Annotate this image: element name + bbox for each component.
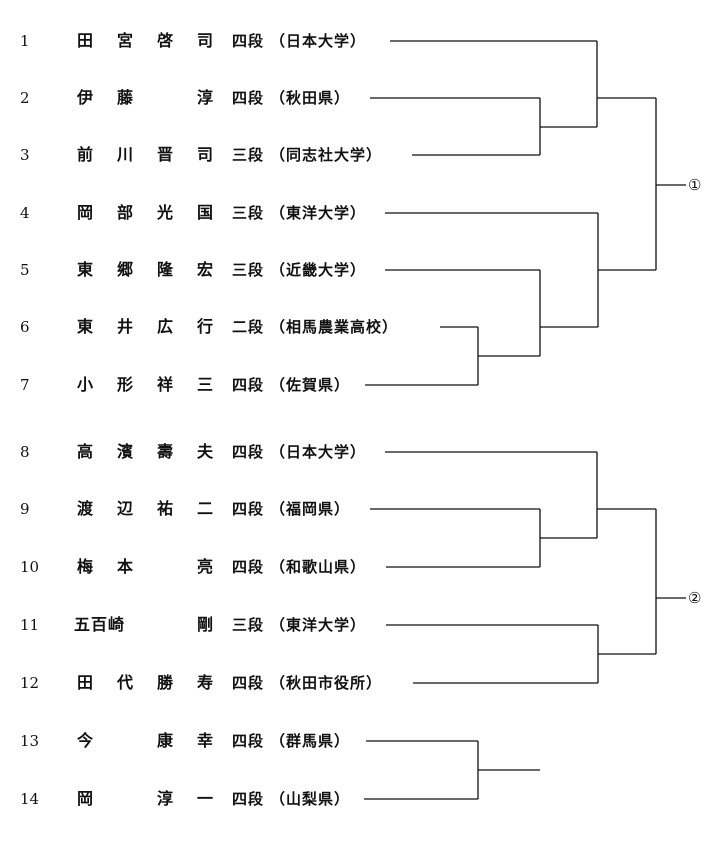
entry-rank: 三段 bbox=[232, 616, 265, 634]
entry-number: 6 bbox=[20, 318, 30, 336]
entry-number: 1 bbox=[20, 32, 30, 50]
entry-name-char: 幸 bbox=[196, 731, 213, 750]
entry-name-char: 二 bbox=[196, 499, 213, 518]
entry-name-char: 光 bbox=[156, 203, 173, 222]
entry-number: 11 bbox=[20, 616, 40, 634]
entry-affiliation: （東洋大学） bbox=[270, 204, 367, 222]
entry-number: 14 bbox=[20, 790, 40, 808]
entry-name-char: 伊 bbox=[76, 88, 93, 107]
entry-name-char: 一 bbox=[196, 789, 213, 808]
entry-name-char: 夫 bbox=[196, 442, 213, 461]
entry-name-char: 岡 bbox=[76, 203, 93, 222]
entry-number: 10 bbox=[20, 558, 40, 576]
entry-name-char: 五百崎 bbox=[74, 615, 126, 634]
entry-name-char: 行 bbox=[196, 317, 213, 336]
entry-name-char: 本 bbox=[116, 557, 133, 576]
entry-affiliation: （日本大学） bbox=[270, 443, 367, 461]
entry-name-char: 形 bbox=[116, 375, 133, 394]
entry-name-char: 亮 bbox=[196, 557, 213, 576]
entry-name-char: 小 bbox=[76, 375, 93, 394]
entry-rank: 四段 bbox=[232, 500, 265, 518]
entry-name-char: 東 bbox=[76, 317, 93, 336]
entry-name-char: 隆 bbox=[156, 260, 173, 279]
entry-name-char: 淳 bbox=[196, 88, 213, 107]
entry-name-char: 司 bbox=[196, 145, 213, 164]
entry-affiliation: （同志社大学） bbox=[270, 146, 383, 164]
entry-affiliation: （和歌山県） bbox=[270, 558, 367, 576]
entry-name-char: 藤 bbox=[116, 88, 133, 107]
bracket-result-2: ② bbox=[688, 589, 702, 607]
entry-name-char: 三 bbox=[196, 375, 213, 394]
entry-name-char: 東 bbox=[76, 260, 93, 279]
entry-affiliation: （相馬農業高校） bbox=[270, 318, 399, 336]
entry-name-char: 渡 bbox=[76, 499, 93, 518]
entry-affiliation: （群馬県） bbox=[270, 732, 351, 750]
entry-name-char: 祥 bbox=[156, 375, 173, 394]
entry-name-char: 郷 bbox=[116, 260, 133, 279]
entry-name-char: 今 bbox=[76, 731, 93, 750]
entry-name-char: 井 bbox=[116, 317, 133, 336]
entry-name-char: 司 bbox=[196, 31, 213, 50]
bracket-result-1: ① bbox=[688, 176, 702, 194]
entry-affiliation: （東洋大学） bbox=[270, 616, 367, 634]
entry-name-char: 康 bbox=[156, 731, 173, 750]
entry-number: 5 bbox=[20, 261, 30, 279]
entry-rank: 三段 bbox=[232, 261, 265, 279]
entry-rank: 四段 bbox=[232, 790, 265, 808]
entry-name-char: 淳 bbox=[156, 789, 173, 808]
entry-name-char: 辺 bbox=[116, 499, 133, 518]
entry-affiliation: （福岡県） bbox=[270, 500, 351, 518]
entry-name-char: 梅 bbox=[76, 557, 93, 576]
entry-number: 13 bbox=[20, 732, 40, 750]
entry-name-char: 田 bbox=[76, 673, 93, 692]
entry-number: 4 bbox=[20, 204, 30, 222]
entry-number: 9 bbox=[20, 500, 30, 518]
entry-number: 12 bbox=[20, 674, 40, 692]
entry-rank: 二段 bbox=[232, 318, 265, 336]
entry-name-char: 国 bbox=[196, 203, 213, 222]
entry-name-char: 前 bbox=[76, 145, 93, 164]
entry-name-char: 晋 bbox=[156, 145, 173, 164]
entry-name-char: 広 bbox=[156, 317, 173, 336]
entry-name-char: 田 bbox=[76, 31, 93, 50]
entry-name-char: 勝 bbox=[156, 673, 173, 692]
entry-rank: 四段 bbox=[232, 443, 265, 461]
entry-name-char: 壽 bbox=[156, 442, 173, 461]
entry-rank: 四段 bbox=[232, 376, 265, 394]
entry-rank: 四段 bbox=[232, 89, 265, 107]
entry-number: 3 bbox=[20, 146, 30, 164]
entry-name-char: 高 bbox=[76, 442, 93, 461]
entry-affiliation: （秋田市役所） bbox=[270, 674, 383, 692]
entry-rank: 四段 bbox=[232, 32, 265, 50]
entry-name-char: 岡 bbox=[76, 789, 93, 808]
entry-affiliation: （秋田県） bbox=[270, 89, 351, 107]
entry-number: 8 bbox=[20, 443, 30, 461]
entry-name-char: 川 bbox=[116, 145, 133, 164]
entry-name-char: 啓 bbox=[156, 31, 173, 50]
entry-name-char: 祐 bbox=[156, 499, 173, 518]
entry-affiliation: （近畿大学） bbox=[270, 261, 367, 279]
entry-rank: 三段 bbox=[232, 204, 265, 222]
entry-number: 7 bbox=[20, 376, 30, 394]
entry-name-char: 部 bbox=[116, 203, 133, 222]
entry-affiliation: （佐賀県） bbox=[270, 376, 351, 394]
entry-name-char: 代 bbox=[116, 673, 133, 692]
entry-name-char: 濱 bbox=[116, 442, 133, 461]
entry-affiliation: （日本大学） bbox=[270, 32, 367, 50]
entry-rank: 四段 bbox=[232, 732, 265, 750]
entry-name-char: 宏 bbox=[196, 260, 213, 279]
entry-number: 2 bbox=[20, 89, 30, 107]
entry-name-char: 宮 bbox=[116, 31, 133, 50]
entry-rank: 三段 bbox=[232, 146, 265, 164]
entry-name-char: 寿 bbox=[196, 673, 213, 692]
entry-name-char: 剛 bbox=[196, 615, 213, 634]
entry-rank: 四段 bbox=[232, 674, 265, 692]
entry-rank: 四段 bbox=[232, 558, 265, 576]
entry-affiliation: （山梨県） bbox=[270, 790, 351, 808]
